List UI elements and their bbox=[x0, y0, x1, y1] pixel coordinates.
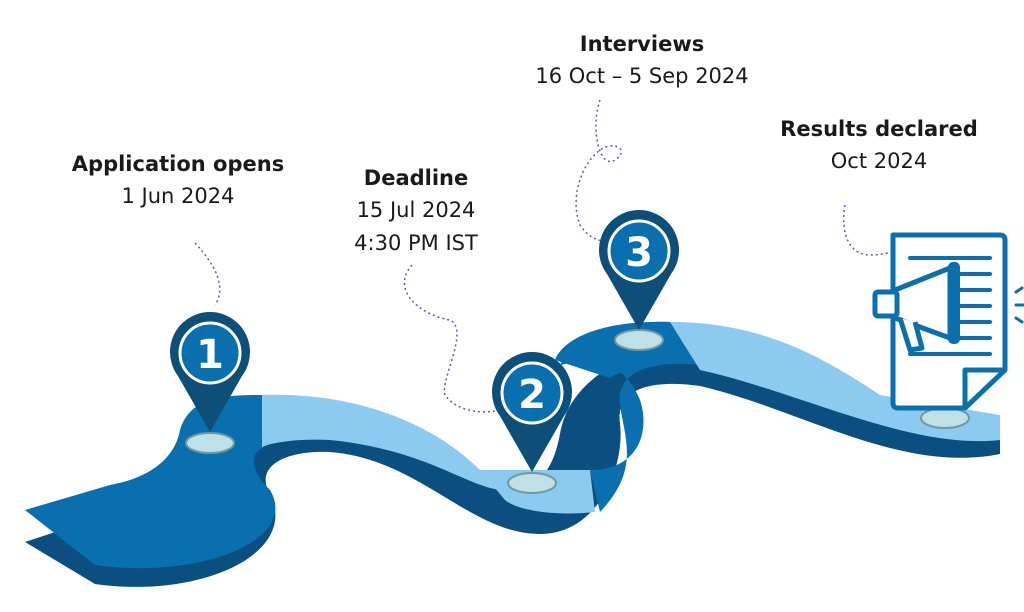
milestone-2-label: Deadline 15 Jul 2024 4:30 PM IST bbox=[286, 162, 546, 260]
pin-1: 1 bbox=[169, 311, 250, 432]
end-base bbox=[920, 407, 970, 429]
megaphone-icon bbox=[872, 262, 960, 353]
connector-lines bbox=[194, 99, 896, 413]
milestone-1-label: Application opens 1 Jun 2024 bbox=[48, 148, 308, 213]
pin-1-number: 1 bbox=[196, 332, 224, 378]
milestone-4-title: Results declared bbox=[780, 117, 978, 141]
milestone-1-title: Application opens bbox=[71, 152, 285, 176]
road-segment-2 bbox=[262, 394, 505, 490]
pin-2-number: 2 bbox=[518, 372, 546, 418]
connector-4 bbox=[843, 204, 896, 256]
milestone-3-date: 16 Oct – 5 Sep 2024 bbox=[535, 64, 749, 88]
pin-2-base bbox=[507, 472, 557, 494]
sound-waves bbox=[1014, 286, 1024, 324]
connector-2 bbox=[403, 264, 501, 413]
pin-3-number: 3 bbox=[625, 230, 653, 276]
milestone-3-title: Interviews bbox=[579, 32, 705, 56]
milestone-2-date: 15 Jul 2024 bbox=[356, 198, 476, 222]
milestone-2-time: 4:30 PM IST bbox=[354, 231, 478, 255]
milestone-4-date: Oct 2024 bbox=[830, 149, 928, 173]
pin-3-base bbox=[614, 329, 664, 351]
pin-1-base bbox=[185, 432, 235, 454]
road-segment-3b bbox=[555, 321, 700, 378]
milestone-2-title: Deadline bbox=[363, 166, 469, 190]
milestone-1-date: 1 Jun 2024 bbox=[121, 184, 235, 208]
connector-3 bbox=[575, 99, 622, 243]
milestone-3-label: Interviews 16 Oct – 5 Sep 2024 bbox=[512, 28, 772, 93]
pin-3: 3 bbox=[599, 209, 680, 330]
road-segment-3 bbox=[560, 321, 700, 512]
pin-2: 2 bbox=[492, 352, 572, 472]
connector-1 bbox=[194, 242, 221, 306]
announcement-document-icon bbox=[872, 232, 1024, 411]
milestone-4-label: Results declared Oct 2024 bbox=[749, 113, 1009, 178]
road-segment-4 bbox=[670, 322, 1000, 442]
